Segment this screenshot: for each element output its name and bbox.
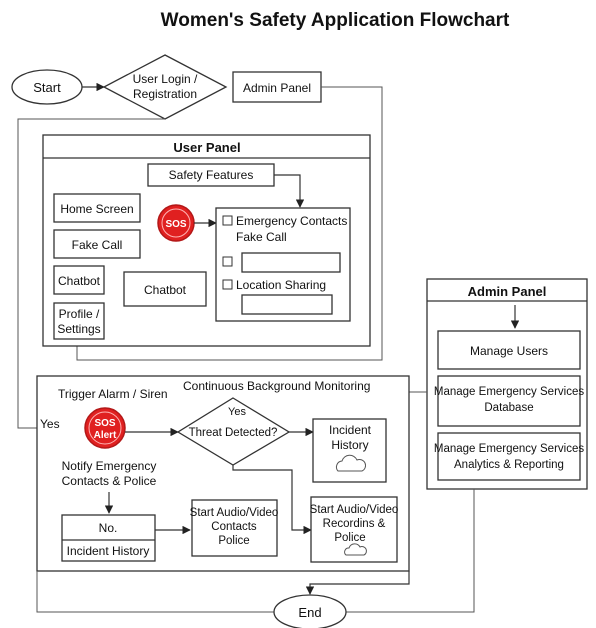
admin-panel-title: Admin Panel (468, 284, 547, 299)
start-av-contacts-label-1: Start Audio/Video (190, 507, 279, 519)
checkbox-icon (222, 279, 233, 290)
sos-button-ring (161, 208, 191, 238)
cloud-icon (335, 454, 367, 472)
home-screen-label: Home Screen (60, 202, 133, 216)
safety-features-label: Safety Features (169, 168, 254, 182)
start-label: Start (33, 80, 61, 95)
profile-label-2: Settings (57, 322, 100, 336)
emergency-contacts-label: Emergency Contacts (236, 214, 347, 228)
start-av-contacts-label-3: Police (218, 535, 249, 547)
admin-panel-label-top: Admin Panel (243, 81, 311, 95)
chatbot-large-box (123, 271, 207, 307)
arrow-threat-to-recording (232, 465, 312, 535)
manage-analytics-label-2: Analytics & Reporting (454, 459, 564, 471)
login-label-2: Registration (133, 87, 197, 101)
trigger-alarm-label: Trigger Alarm / Siren (58, 387, 168, 401)
end-label: End (298, 605, 321, 620)
sos-alert-ring (88, 411, 122, 445)
connector-monitor-to-end (305, 571, 410, 595)
incident-history-label-1: Incident (329, 423, 372, 437)
fake-call-box (53, 229, 141, 259)
checkbox-icon (222, 215, 233, 226)
diagram-title: Women's Safety Application Flowchart (161, 10, 510, 31)
start-av-recording-label-1: Start Audio/Video (310, 504, 399, 516)
fake-call-option-label: Fake Call (236, 230, 287, 244)
login-label-1: User Login / (133, 72, 198, 86)
chatbot-small-label: Chatbot (58, 274, 101, 288)
no-incident-box (61, 514, 156, 562)
chatbot-small-box (53, 265, 105, 295)
connector-admin-to-end (346, 489, 475, 613)
user-panel-title: User Panel (173, 140, 240, 155)
sos-alert-button (84, 407, 126, 449)
cloud-icon (344, 543, 367, 556)
continuous-monitoring-label: Continuous Background Monitoring (183, 379, 370, 393)
fake-call-label: Fake Call (72, 238, 123, 252)
arrow-features-to-options (274, 174, 305, 208)
home-screen-box (53, 193, 141, 223)
manage-database-label-2: Database (484, 402, 533, 414)
end-node (273, 594, 347, 628)
manage-database-box (437, 375, 581, 427)
start-av-contacts-label-2: Contacts (211, 521, 257, 533)
start-av-recording-label-3: Police (334, 532, 365, 544)
manage-users-label: Manage Users (470, 344, 548, 358)
sos-alert-label-2: Alert (94, 430, 117, 441)
sos-alert-label-1: SOS (94, 418, 115, 429)
yes-left-label: Yes (40, 417, 60, 431)
profile-settings-box (53, 302, 105, 340)
notify-label-2: Contacts & Police (62, 474, 157, 488)
sos-label: SOS (165, 219, 186, 230)
incident-history-bottom-label: Incident History (67, 544, 150, 558)
start-av-recording-label-2: Recordins & (323, 518, 386, 530)
manage-analytics-box (437, 432, 581, 481)
connector-admin-to-main (76, 86, 383, 361)
start-av-contacts-box (191, 499, 278, 557)
chatbot-large-label: Chatbot (144, 283, 187, 297)
location-sharing-label: Location Sharing (236, 278, 326, 292)
option-input-field-2 (241, 294, 333, 315)
manage-users-box (437, 330, 581, 370)
option-input-field-1 (241, 252, 341, 273)
manage-database-label-1: Manage Emergency Services (434, 386, 584, 398)
incident-history-label-2: History (331, 438, 368, 452)
profile-label-1: Profile / (59, 307, 100, 321)
yes-top-label: Yes (228, 406, 246, 418)
checkbox-icon (222, 256, 233, 267)
connector-left-to-end (36, 571, 274, 613)
manage-analytics-label-1: Manage Emergency Services (434, 443, 584, 455)
no-label: No. (99, 521, 118, 535)
threat-label: Threat Detected? (189, 427, 278, 439)
notify-label-1: Notify Emergency (62, 459, 157, 473)
